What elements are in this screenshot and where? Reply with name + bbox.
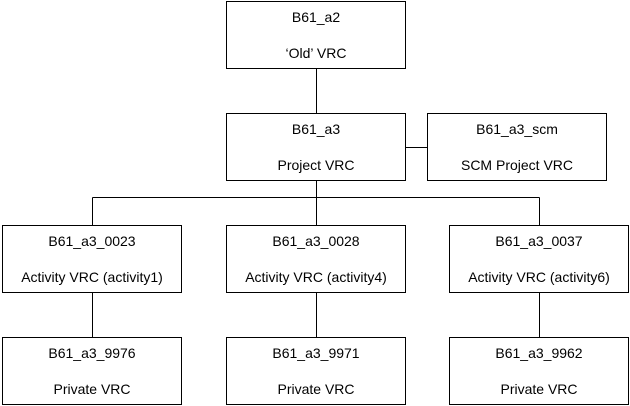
node-label: Activity VRC (activity4) bbox=[245, 269, 387, 285]
node-id: B61_a3_9971 bbox=[272, 345, 360, 361]
node-label: Activity VRC (activity6) bbox=[468, 269, 610, 285]
node-id: B61_a3 bbox=[291, 121, 341, 137]
node-label: Private VRC bbox=[53, 381, 131, 397]
node-label: ‘Old’ VRC bbox=[285, 45, 347, 61]
node-id: B61_a3_9962 bbox=[495, 345, 583, 361]
node-b61-a3-scm: B61_a3_scm SCM Project VRC bbox=[427, 113, 607, 181]
node-label: SCM Project VRC bbox=[460, 157, 574, 173]
node-b61-a3-0023: B61_a3_0023 Activity VRC (activity1) bbox=[2, 225, 182, 293]
node-id: B61_a3_scm bbox=[476, 121, 558, 137]
node-b61-a3: B61_a3 Project VRC bbox=[226, 113, 406, 181]
node-b61-a3-0028: B61_a3_0028 Activity VRC (activity4) bbox=[226, 225, 406, 293]
node-label: Project VRC bbox=[277, 157, 355, 173]
node-id: B61_a3_0028 bbox=[272, 233, 360, 249]
node-b61-a3-0037: B61_a3_0037 Activity VRC (activity6) bbox=[449, 225, 629, 293]
node-label: Private VRC bbox=[277, 381, 355, 397]
node-b61-a2: B61_a2 ‘Old’ VRC bbox=[226, 1, 406, 69]
node-label: Activity VRC (activity1) bbox=[21, 269, 163, 285]
node-id: B61_a3_0023 bbox=[48, 233, 136, 249]
node-id: B61_a2 bbox=[291, 9, 341, 25]
node-label: Private VRC bbox=[500, 381, 578, 397]
node-b61-a3-9971: B61_a3_9971 Private VRC bbox=[226, 337, 406, 405]
node-b61-a3-9976: B61_a3_9976 Private VRC bbox=[2, 337, 182, 405]
node-b61-a3-9962: B61_a3_9962 Private VRC bbox=[449, 337, 629, 405]
node-id: B61_a3_0037 bbox=[495, 233, 583, 249]
node-id: B61_a3_9976 bbox=[48, 345, 136, 361]
